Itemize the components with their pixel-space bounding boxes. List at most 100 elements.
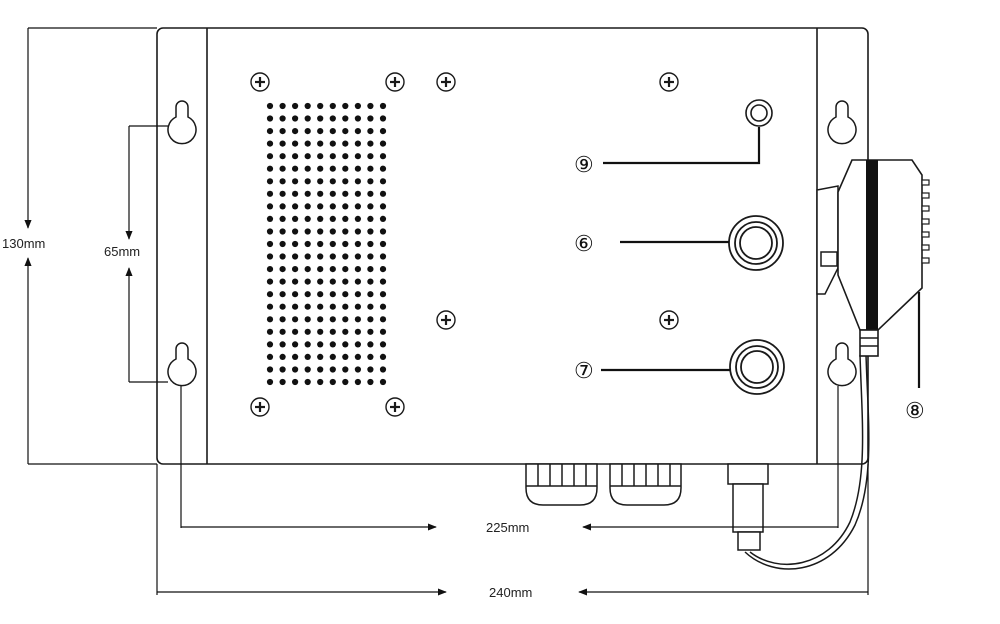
grille-hole [379, 240, 387, 248]
grille-hole [367, 128, 374, 135]
grille-hole [292, 278, 299, 285]
screw [659, 72, 679, 92]
grille-hole [317, 115, 324, 122]
grille-hole [304, 353, 311, 360]
screws [250, 72, 679, 417]
grille-hole [317, 190, 324, 197]
grille-hole [304, 190, 311, 197]
grille-hole [304, 266, 311, 273]
grille-hole [279, 253, 286, 260]
grille-hole [354, 253, 361, 260]
grille-hole [304, 240, 311, 248]
grille-hole [292, 366, 299, 373]
dim-label-hole-vertical: 65mm [104, 244, 140, 259]
grille-hole [317, 378, 324, 386]
grille-hole [367, 366, 374, 373]
grille-hole [367, 115, 374, 122]
grille-hole [279, 215, 286, 222]
grille-hole [367, 215, 374, 222]
grille-hole [279, 165, 286, 172]
grille-hole [379, 266, 387, 273]
grille-hole [304, 378, 311, 386]
grille-hole [279, 278, 286, 285]
grille-hole [354, 178, 361, 185]
grille-hole [279, 178, 286, 185]
grille-hole [279, 341, 286, 348]
grille-hole [317, 102, 324, 110]
grille-hole [379, 115, 387, 122]
handheld-microphone [837, 159, 930, 357]
grille-hole [354, 153, 361, 160]
grille-hole [304, 328, 311, 335]
grille-hole [266, 128, 274, 135]
grille-hole [279, 102, 286, 110]
grille-hole [354, 353, 361, 360]
microphone-hanger [816, 185, 859, 295]
grille-hole [329, 203, 336, 210]
grille-hole [266, 353, 274, 360]
grille-hole [317, 366, 324, 373]
grille-hole [304, 341, 311, 348]
grille-hole [329, 240, 336, 248]
grille-hole [342, 341, 349, 348]
grille-hole [292, 165, 299, 172]
grille-hole [354, 266, 361, 273]
grille-hole [379, 190, 387, 197]
grille-hole [379, 366, 387, 373]
grille-hole [342, 378, 349, 386]
grille-hole [367, 328, 374, 335]
grille-hole [379, 102, 387, 110]
grille-hole [292, 190, 299, 197]
keyhole-slot-top-left [167, 100, 197, 145]
microphone-cable [744, 354, 870, 570]
grille-hole [317, 128, 324, 135]
grille-hole [379, 303, 387, 310]
grille-hole [367, 140, 374, 147]
grille-hole [329, 128, 336, 135]
grille-hole [304, 316, 311, 323]
grille-hole [266, 153, 274, 160]
grille-hole [342, 115, 349, 122]
grille-hole [317, 178, 324, 185]
screw [436, 310, 456, 330]
grille-hole [317, 165, 324, 172]
grille-hole [292, 378, 299, 386]
dim-label-width: 240mm [489, 585, 532, 600]
grille-hole [342, 228, 349, 235]
grille-hole [304, 291, 311, 298]
screw [385, 397, 405, 417]
grille-hole [304, 228, 311, 235]
bottom-connector-left [525, 463, 598, 506]
grille-hole [329, 353, 336, 360]
grille-hole [317, 203, 324, 210]
grille-hole [317, 316, 324, 323]
grille-hole [354, 316, 361, 323]
grille-hole [354, 128, 361, 135]
grille-hole [367, 203, 374, 210]
grille-hole [279, 115, 286, 122]
grille-hole [367, 316, 374, 323]
grille-hole [329, 190, 336, 197]
grille-hole [379, 165, 387, 172]
grille-hole [266, 165, 274, 172]
screw [659, 310, 679, 330]
grille-hole [342, 165, 349, 172]
grille-hole [292, 266, 299, 273]
grille-hole [292, 328, 299, 335]
grille-hole [292, 215, 299, 222]
grille-hole [367, 102, 374, 110]
grille-hole [367, 228, 374, 235]
grille-hole [342, 215, 349, 222]
grille-hole [266, 190, 274, 197]
grille-hole [354, 102, 361, 110]
grille-hole [266, 102, 274, 110]
grille-hole [292, 303, 299, 310]
grille-hole [317, 341, 324, 348]
grille-hole [292, 316, 299, 323]
grille-hole [342, 366, 349, 373]
grille-hole [342, 253, 349, 260]
grille-hole [379, 178, 387, 185]
grille-hole [354, 203, 361, 210]
grille-hole [379, 228, 387, 235]
grille-hole [292, 115, 299, 122]
